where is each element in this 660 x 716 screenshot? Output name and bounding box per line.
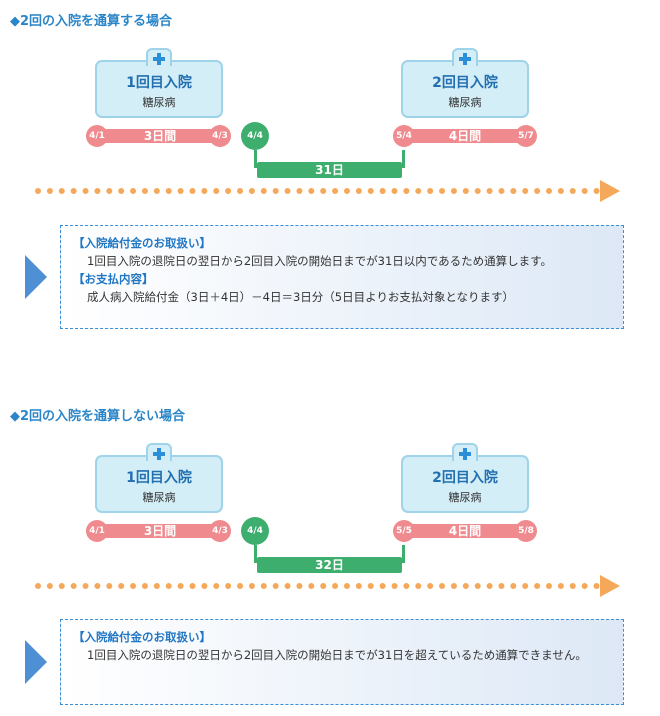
second-stay-disease: 糖尿病 bbox=[448, 491, 482, 504]
timeline-arrow-line bbox=[35, 583, 600, 589]
first-stay-start-date: 4/1 bbox=[86, 125, 108, 147]
timeline-arrow-line bbox=[35, 188, 600, 194]
section-not-combined: ◆2回の入院を通算しない場合 1回目入院 糖尿病 3日間 4/1 4/3 4/4… bbox=[0, 395, 660, 716]
info-text-payment: 成人病入院給付金（3日＋4日）－4日＝3日分（5日目よりお支払対象となります） bbox=[87, 290, 515, 304]
first-stay-disease: 糖尿病 bbox=[142, 491, 176, 504]
timeline-arrow-icon bbox=[600, 180, 620, 202]
gap-days-label: 31日 bbox=[257, 162, 402, 178]
first-stay-box: 1回目入院 糖尿病 bbox=[95, 48, 223, 118]
first-stay-end-date: 4/3 bbox=[209, 520, 231, 542]
second-stay-box: 2回目入院 糖尿病 bbox=[401, 48, 529, 118]
info-text-benefit: 1回目入院の退院日の翌日から2回目入院の開始日までが31日を超えているため通算で… bbox=[87, 648, 587, 662]
gap-connector-right bbox=[402, 150, 405, 168]
pointer-triangle-icon bbox=[25, 255, 47, 299]
info-text-benefit: 1回目入院の退院日の翌日から2回目入院の開始日までが31日以内であるため通算しま… bbox=[87, 254, 552, 268]
hospital-cross-icon bbox=[146, 443, 172, 461]
section-title: ◆2回の入院を通算する場合 bbox=[10, 14, 173, 29]
first-stay-duration: 3日間 bbox=[100, 129, 220, 143]
pointer-triangle-icon bbox=[25, 640, 47, 684]
second-stay-duration: 4日間 bbox=[405, 129, 525, 143]
info-box: 【入院給付金のお取扱い】 1回目入院の退院日の翌日から2回目入院の開始日までが3… bbox=[60, 619, 624, 705]
first-stay-start-date: 4/1 bbox=[86, 520, 108, 542]
second-stay-disease: 糖尿病 bbox=[448, 96, 482, 109]
section-title: ◆2回の入院を通算しない場合 bbox=[10, 409, 186, 424]
second-stay-title: 2回目入院 bbox=[432, 470, 498, 486]
gap-connector-left bbox=[254, 150, 257, 168]
first-stay-box: 1回目入院 糖尿病 bbox=[95, 443, 223, 513]
second-stay-end-date: 5/7 bbox=[515, 125, 537, 147]
first-stay-disease: 糖尿病 bbox=[142, 96, 176, 109]
first-stay-title: 1回目入院 bbox=[126, 470, 192, 486]
info-box: 【入院給付金のお取扱い】 1回目入院の退院日の翌日から2回目入院の開始日までが3… bbox=[60, 225, 624, 329]
hospital-cross-icon bbox=[452, 443, 478, 461]
second-stay-start-date: 5/5 bbox=[393, 520, 415, 542]
gap-start-date: 4/4 bbox=[241, 517, 269, 545]
second-stay-title: 2回目入院 bbox=[432, 75, 498, 91]
gap-connector-left bbox=[254, 545, 257, 563]
gap-connector-right bbox=[402, 545, 405, 563]
first-stay-duration: 3日間 bbox=[100, 524, 220, 538]
second-stay-box: 2回目入院 糖尿病 bbox=[401, 443, 529, 513]
second-stay-end-date: 5/8 bbox=[515, 520, 537, 542]
info-heading-benefit: 【入院給付金のお取扱い】 bbox=[73, 236, 211, 250]
info-heading-benefit: 【入院給付金のお取扱い】 bbox=[73, 630, 211, 644]
first-stay-title: 1回目入院 bbox=[126, 75, 192, 91]
second-stay-duration: 4日間 bbox=[405, 524, 525, 538]
gap-days-label: 32日 bbox=[257, 557, 402, 573]
hospital-cross-icon bbox=[452, 48, 478, 66]
hospital-cross-icon bbox=[146, 48, 172, 66]
second-stay-start-date: 5/4 bbox=[393, 125, 415, 147]
section-combined: ◆2回の入院を通算する場合 1回目入院 糖尿病 3日間 4/1 4/3 4/4 … bbox=[0, 0, 660, 340]
info-heading-payment: 【お支払内容】 bbox=[73, 272, 154, 286]
first-stay-end-date: 4/3 bbox=[209, 125, 231, 147]
gap-start-date: 4/4 bbox=[241, 122, 269, 150]
timeline-arrow-icon bbox=[600, 575, 620, 597]
